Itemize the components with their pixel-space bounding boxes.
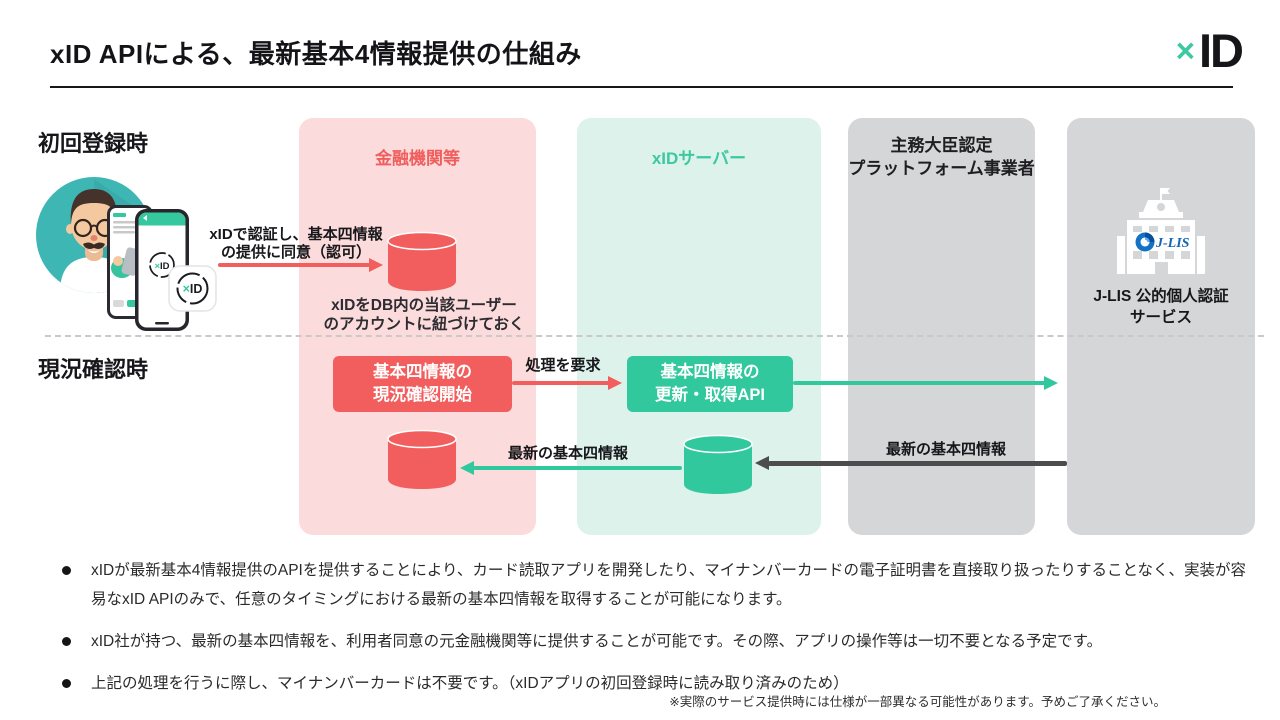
arrow-consent-head bbox=[369, 258, 383, 272]
section-divider bbox=[45, 335, 1264, 337]
list-item: 上記の処理を行うに際し、マイナンバーカードは不要です。（xIDアプリの初回登録時… bbox=[58, 669, 1250, 698]
xid-app-phones-illustration: ×ID ×ID bbox=[107, 205, 217, 331]
arrow-latest-right bbox=[768, 461, 1067, 466]
jlis-logo: J-LIS bbox=[1133, 232, 1195, 252]
xid-logo: × ID bbox=[1175, 24, 1244, 77]
database-icon-xid-server bbox=[683, 434, 753, 494]
jlis-logo-text: J-LIS bbox=[1155, 236, 1190, 251]
latest-info-label-left: 最新の基本四情報 bbox=[507, 445, 628, 462]
note-text: 上記の処理を行うに際し、マイナンバーカードは不要です。（xIDアプリの初回登録時… bbox=[91, 675, 849, 692]
column-xid-label: xIDサーバー bbox=[651, 149, 747, 168]
initial-registration-label: 初回登録時 bbox=[38, 131, 149, 156]
database-icon-financial-bottom bbox=[387, 429, 457, 489]
notes-list: xIDが最新基本4情報提供のAPIを提供することにより、カード読取アプリを開発し… bbox=[58, 556, 1250, 711]
database-icon-financial-top bbox=[387, 231, 457, 291]
note-text: xID社が持つ、最新の基本四情報を、利用者同意の元金融機関等に提供することが可能… bbox=[91, 633, 1103, 650]
update-api-box: 基本四情報の 更新・取得API bbox=[627, 356, 793, 412]
arrow-consent bbox=[218, 263, 370, 267]
db-link-note: xIDをDB内の当該ユーザー のアカウントに紐づけておく bbox=[323, 297, 525, 333]
arrow-latest-left-head bbox=[460, 461, 474, 475]
consent-annotation: xIDで認証し、基本四情報 の提供に同意（認可） bbox=[209, 226, 383, 261]
list-item: xID社が持つ、最新の基本四情報を、利用者同意の元金融機関等に提供することが可能… bbox=[58, 627, 1250, 656]
bullet-icon bbox=[62, 566, 71, 575]
arrow-api-to-jlis-head bbox=[1044, 376, 1058, 390]
xid-mark-ring bbox=[176, 272, 209, 305]
xid-logo-x-icon: × bbox=[1175, 32, 1195, 69]
column-jlis bbox=[1067, 118, 1255, 535]
government-building-icon: J-LIS bbox=[1117, 188, 1205, 274]
list-item: xIDが最新基本4情報提供のAPIを提供することにより、カード読取アプリを開発し… bbox=[58, 556, 1250, 614]
back-arrow-icon bbox=[143, 215, 147, 221]
xid-app-icon: ×ID bbox=[168, 265, 217, 312]
latest-info-label-right: 最新の基本四情報 bbox=[885, 441, 1006, 458]
xid-mark-ring bbox=[149, 252, 175, 278]
status-check-start-box: 基本四情報の 現況確認開始 bbox=[333, 356, 512, 412]
disclaimer-note: ※実際のサービス提供時には仕様が一部異なる可能性があります。予めご了承ください。 bbox=[669, 695, 1166, 709]
note-text: xIDが最新基本4情報提供のAPIを提供することにより、カード読取アプリを開発し… bbox=[91, 562, 1247, 608]
column-financial-label: 金融機関等 bbox=[375, 149, 460, 168]
status-check-label: 現況確認時 bbox=[38, 357, 149, 382]
page-title: xID APIによる、最新基本4情報提供の仕組み bbox=[50, 39, 582, 69]
title-underline bbox=[50, 86, 1233, 88]
arrow-request bbox=[512, 381, 610, 385]
arrow-api-to-jlis bbox=[793, 381, 1046, 385]
column-platform-operator: 主務大臣認定 プラットフォーム事業者 bbox=[848, 118, 1035, 535]
bullet-icon bbox=[62, 679, 71, 688]
xid-logo-id-text: ID bbox=[1199, 24, 1244, 77]
arrow-request-head bbox=[608, 376, 622, 390]
flag-icon bbox=[1162, 188, 1170, 194]
xid-mark-text: ×ID bbox=[154, 261, 169, 272]
arrow-latest-left bbox=[473, 466, 682, 470]
column-platform-label: 主務大臣認定 プラットフォーム事業者 bbox=[848, 136, 1035, 178]
jlis-service-label: J-LIS 公的個人認証 サービス bbox=[1093, 288, 1229, 326]
xid-mark-text: ×ID bbox=[183, 282, 203, 296]
arrow-latest-right-head bbox=[755, 456, 769, 470]
bullet-icon bbox=[62, 637, 71, 646]
request-label: 処理を要求 bbox=[525, 357, 601, 374]
